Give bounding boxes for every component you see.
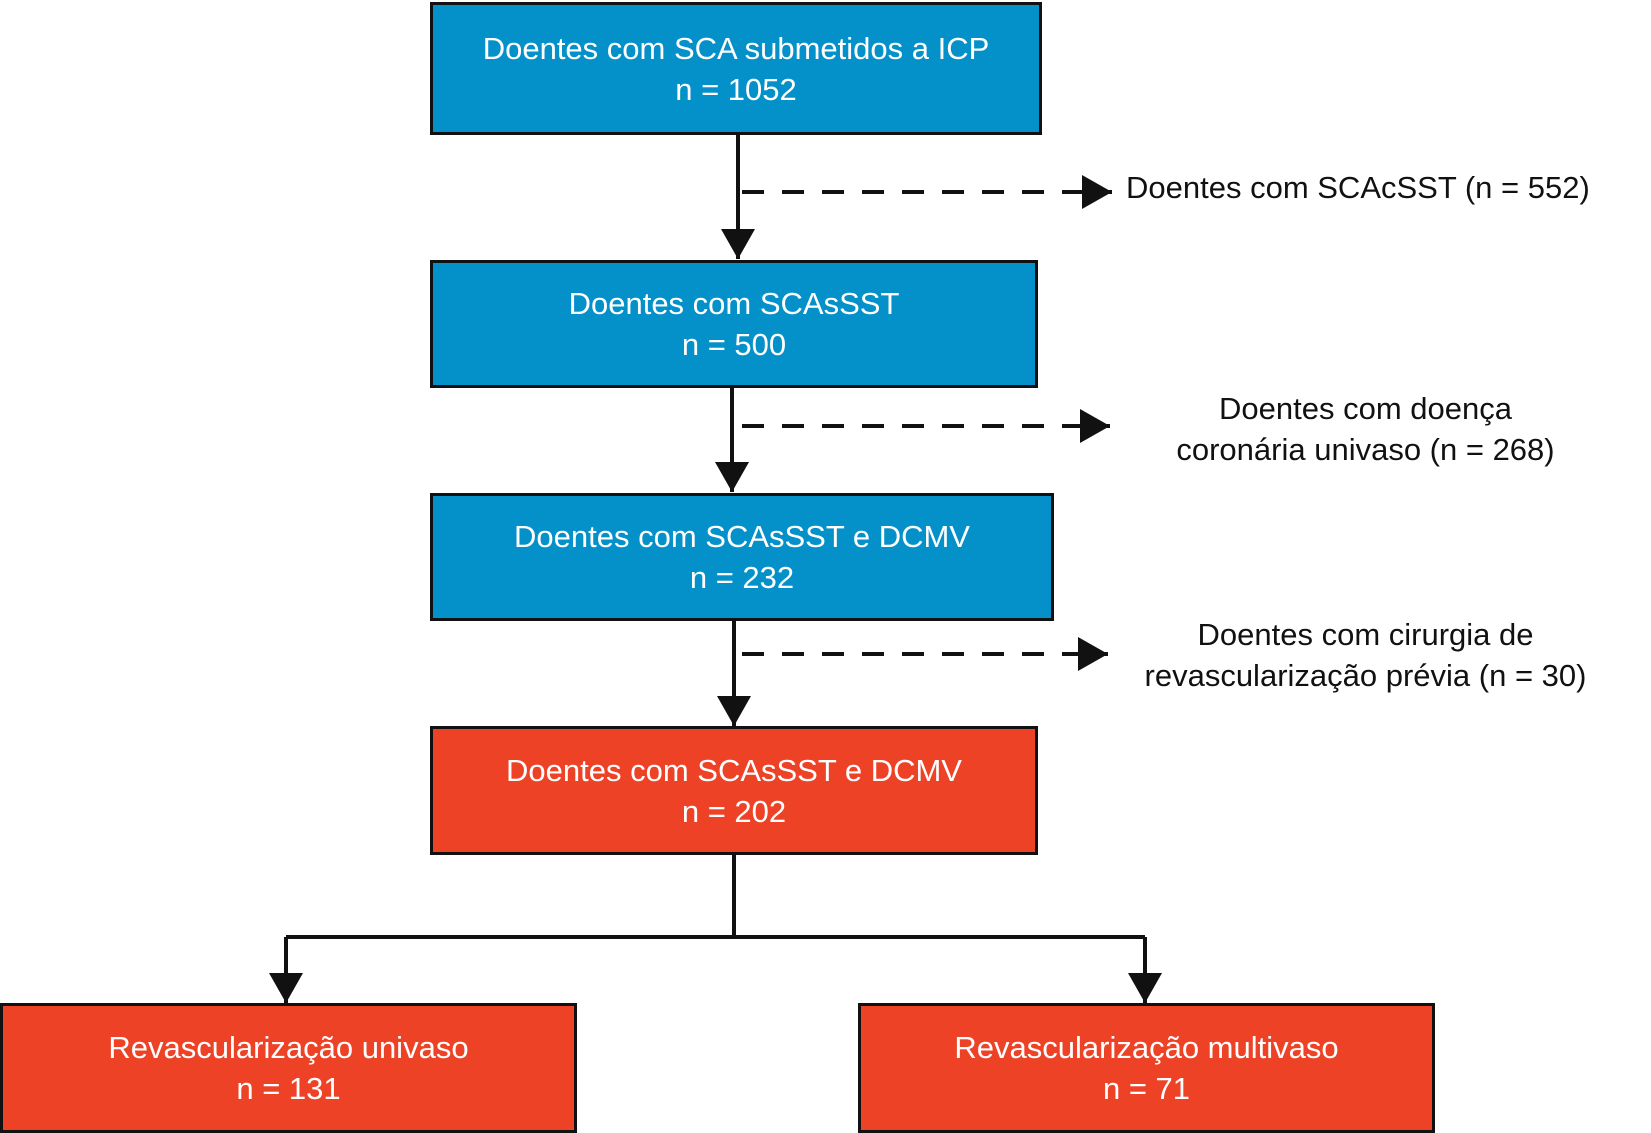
box-nstemi: Doentes com SCAsSST n = 500 — [430, 260, 1038, 388]
box-label: Revascularização univaso — [108, 1030, 469, 1065]
box-count: n = 131 — [236, 1071, 341, 1106]
box-label: Doentes com SCA submetidos a ICP — [482, 30, 990, 66]
exclusion-text: coronária univaso (n = 268) — [1176, 432, 1555, 467]
box-label: Doentes com SCAsSST e DCMV — [514, 519, 970, 554]
box-label: Doentes com SCAsSST e DCMV — [506, 752, 962, 788]
box-single-vessel-revascularization: Revascularização univaso n = 131 — [0, 1003, 577, 1133]
exclusion-text: Doentes com doença — [1219, 391, 1512, 426]
box-label: Revascularização multivaso — [954, 1030, 1339, 1065]
box-label: Doentes com SCAsSST — [568, 286, 900, 321]
exclusion-single-vessel-disease: Doentes com doença coronária univaso (n … — [1111, 388, 1620, 470]
exclusion-text: revascularização prévia (n = 30) — [1144, 658, 1587, 693]
exclusion-text: Doentes com SCAcSST (n = 552) — [1126, 170, 1590, 205]
exclusion-prior-cabg: Doentes com cirurgia de revascularização… — [1111, 614, 1620, 696]
box-count: n = 232 — [689, 560, 795, 595]
box-study-population: Doentes com SCAsSST e DCMV n = 202 — [430, 726, 1038, 855]
exclusion-text: Doentes com cirurgia de — [1197, 617, 1534, 652]
box-count: n = 71 — [1102, 1071, 1191, 1106]
box-all-acs-pci: Doentes com SCA submetidos a ICP n = 105… — [430, 2, 1042, 135]
box-nstemi-multivessel: Doentes com SCAsSST e DCMV n = 232 — [430, 493, 1054, 621]
box-count: n = 500 — [681, 327, 787, 362]
box-count: n = 1052 — [675, 71, 797, 107]
exclusion-stemi: Doentes com SCAcSST (n = 552) — [1126, 167, 1651, 208]
box-count: n = 202 — [681, 793, 787, 829]
box-multivessel-revascularization: Revascularização multivaso n = 71 — [858, 1003, 1435, 1133]
